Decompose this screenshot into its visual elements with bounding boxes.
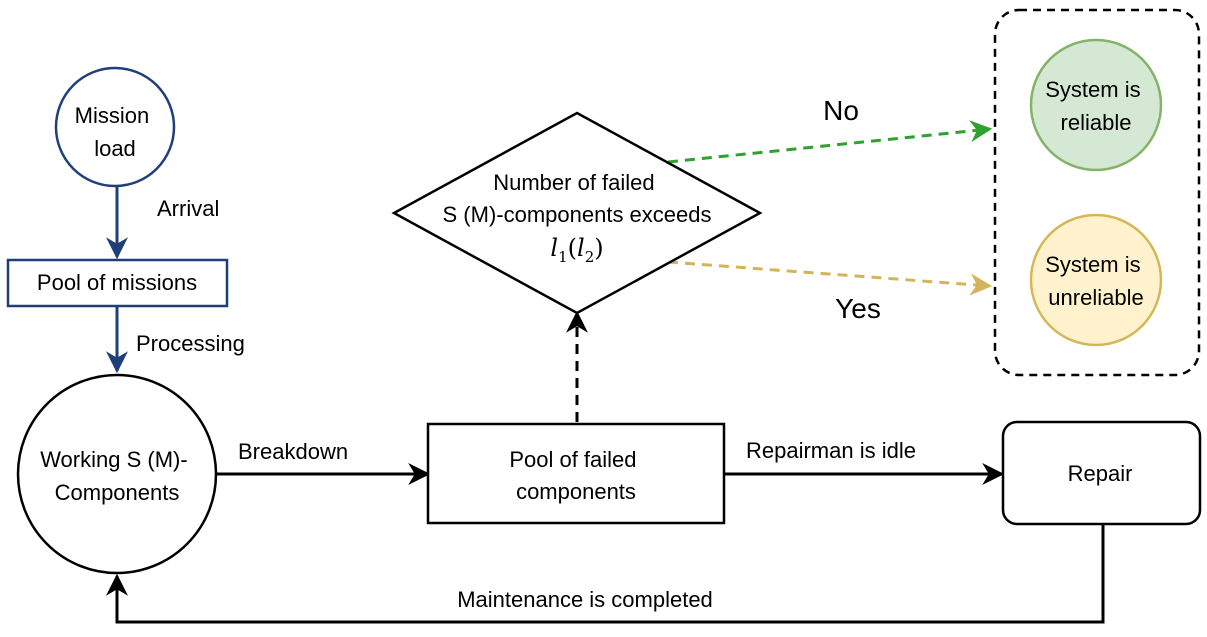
repair-node xyxy=(1001,420,1202,526)
pool-of-missions-node xyxy=(6,258,229,308)
system-reliable-label: System is reliable xyxy=(1045,77,1146,135)
system-reliable-line2: reliable xyxy=(1061,110,1132,135)
math-open-paren: ( xyxy=(568,234,577,262)
repair-label: Repair xyxy=(1068,461,1133,486)
math-l1-sub: 1 xyxy=(558,248,568,266)
math-close-paren: ) xyxy=(594,234,603,262)
decision-label: Number of failed S (M)-components exceed… xyxy=(443,170,712,227)
system-unreliable-line2: unreliable xyxy=(1048,285,1143,310)
edge-yes xyxy=(667,260,993,296)
pool-of-failed-node xyxy=(426,422,726,525)
mission-load-line2: load xyxy=(94,136,136,161)
system-reliable-node xyxy=(1029,38,1163,172)
system-reliable-line1: System is xyxy=(1045,77,1140,102)
decision-line1: Number of failed xyxy=(493,170,654,195)
pool-of-failed-label: Pool of failed components xyxy=(509,447,642,504)
no-label: No xyxy=(823,95,859,126)
decision-line2: S (M)-components exceeds xyxy=(443,202,712,227)
processing-label: Processing xyxy=(136,331,245,356)
breakdown-label: Breakdown xyxy=(238,439,348,464)
outcome-group xyxy=(993,8,1201,377)
math-l2-sub: 2 xyxy=(585,248,595,266)
repairman-idle-label: Repairman is idle xyxy=(746,438,916,463)
working-components-line2: Components xyxy=(55,480,180,505)
pool-of-missions-label: Pool of missions xyxy=(37,270,197,295)
edge-maintenance-completed xyxy=(106,524,1105,624)
system-unreliable-label: System is unreliable xyxy=(1045,252,1146,310)
maintenance-completed-label: Maintenance is completed xyxy=(457,587,713,612)
mission-load-label: Mission load xyxy=(75,103,156,161)
mission-load-node xyxy=(54,66,176,188)
working-components-line1: Working S (M)- xyxy=(40,447,188,472)
system-unreliable-node xyxy=(1029,213,1163,347)
math-l1-base: l xyxy=(550,234,558,262)
system-unreliable-line1: System is xyxy=(1045,252,1140,277)
yes-label: Yes xyxy=(835,293,881,324)
working-components-node xyxy=(16,373,218,575)
arrival-label: Arrival xyxy=(157,196,219,221)
pool-of-failed-line2: components xyxy=(516,479,636,504)
pool-of-failed-line1: Pool of failed xyxy=(509,447,636,472)
decision-node xyxy=(391,111,763,315)
decision-math: l1(l2) xyxy=(550,234,603,266)
math-l2-base: l xyxy=(577,234,585,262)
working-components-label: Working S (M)- Components xyxy=(40,447,194,505)
mission-load-line1: Mission xyxy=(75,103,150,128)
edge-no xyxy=(667,120,993,164)
